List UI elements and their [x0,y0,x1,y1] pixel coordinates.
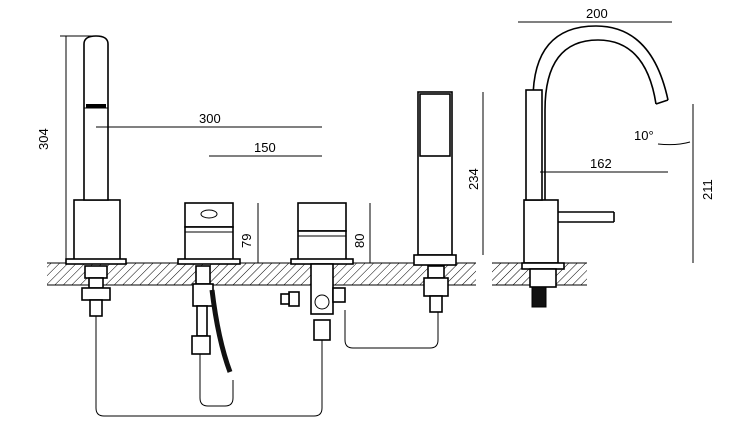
dim-200: 200 [586,6,608,21]
connection-hoses [95,289,439,417]
dim-304: 304 [36,128,51,150]
dim-80: 80 [352,234,367,248]
dim-10deg: 10° [634,128,654,143]
dim-162: 162 [590,156,612,171]
dim-234: 234 [466,168,481,190]
handle-right [280,202,354,341]
dim-211: 211 [700,179,715,200]
dim-300: 300 [199,111,221,126]
spout-front [65,35,127,317]
flex-hose [209,289,233,373]
dim-79: 79 [239,234,254,248]
dimension-lines [60,21,694,263]
side-view-tap [521,25,669,308]
handle-left [177,202,241,355]
dim-150: 150 [254,140,276,155]
hand-shower [413,91,457,313]
